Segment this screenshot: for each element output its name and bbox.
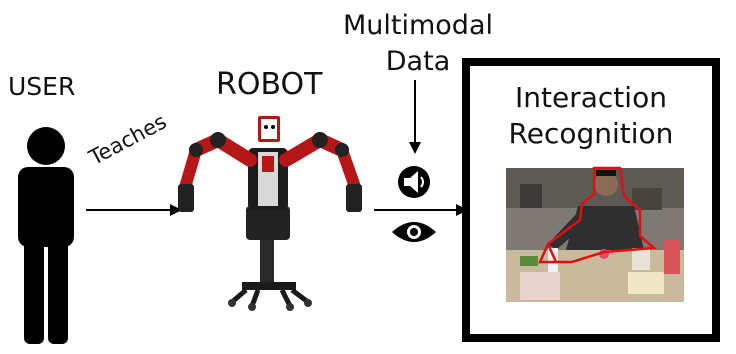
multimodal-arrow [409,80,421,154]
multimodal-data-line1: Multimodal [342,10,493,41]
multimodal-data-line2: Data [385,46,451,77]
eye-icon [392,222,436,242]
panel-title-line2: Recognition [508,117,674,150]
multimodal-data-label: Multimodal Data [330,8,506,80]
interaction-recognition-panel: Interaction Recognition [462,58,720,342]
person-icon [18,127,74,344]
panel-title-line1: Interaction [515,81,667,114]
data-arrow [374,204,468,216]
robot-icon [178,116,362,311]
teaches-arrow [86,204,182,216]
scene-photo [506,166,684,302]
speaker-icon [398,166,430,198]
robot-label: ROBOT [216,67,323,102]
user-label: USER [8,72,76,101]
panel-title: Interaction Recognition [470,80,712,152]
